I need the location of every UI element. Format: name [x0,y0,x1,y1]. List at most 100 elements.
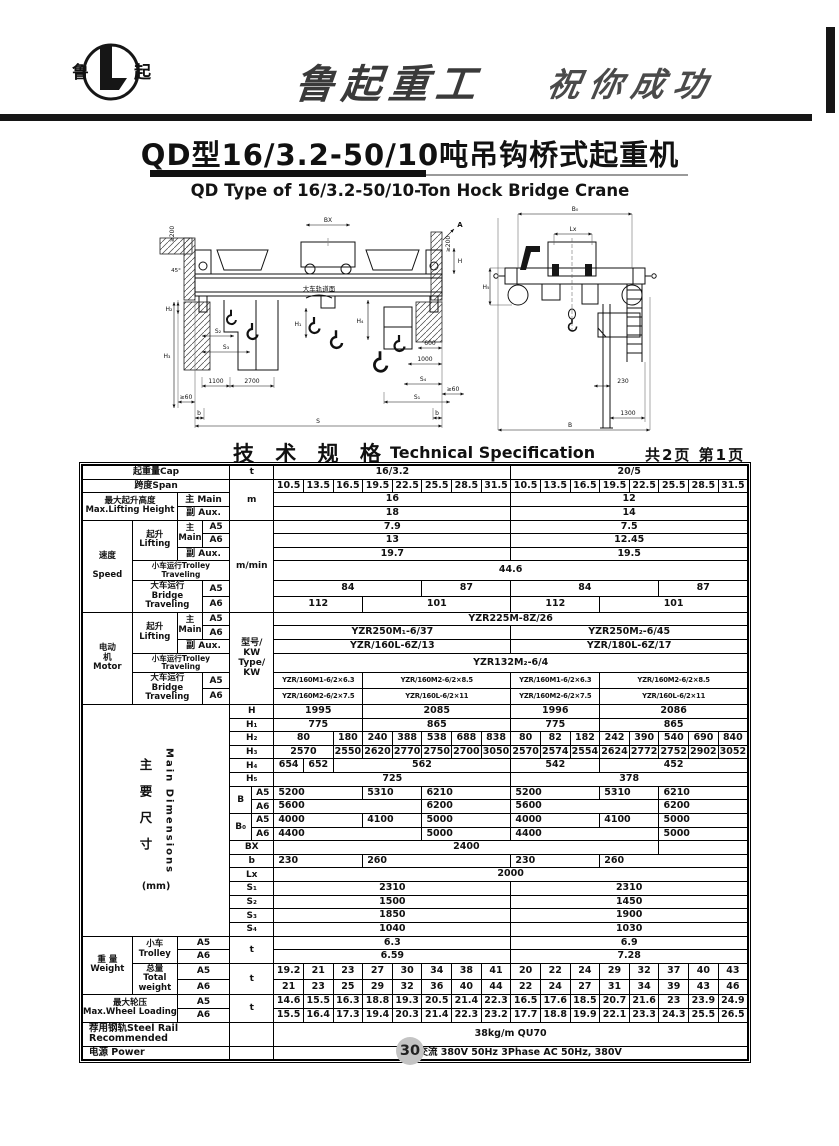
table-cell: YZR/160M2-6/2×8.5 [599,672,749,690]
table-cell: 2310 [273,881,512,896]
crane-front-elevation-drawing: BX 大车轨道面 ≥200 ≥200 45° A H H₂ H₃ H₁ H₄ S… [159,217,464,428]
table-cell: 41 [480,962,512,980]
dim-label: ≥200 [169,226,176,243]
table-cell: 23.9 [688,994,719,1009]
table-cell: 1996 [510,703,601,719]
angle-label: 45° [171,268,181,274]
table-cell: 6210 [421,785,512,801]
table-cell: 39 [658,978,690,996]
table-cell: 22 [510,978,541,996]
table-cell: 22.1 [599,1007,630,1023]
table-cell: 40 [451,978,482,996]
table-cell: 18.8 [362,994,393,1009]
table-cell: 21.4 [451,994,482,1009]
trolley-wheel-icon [340,263,352,275]
table-cell: 23 [302,978,334,996]
table-cell: 4400 [510,826,660,842]
table-cell: 21 [302,962,334,980]
dim-label: 1000 [417,356,432,363]
table-cell: BX [229,840,275,855]
table-cell: 2750 [421,744,453,760]
logo-char-right: 起 [133,62,152,83]
dim-label: S [316,418,320,425]
table-cell: 112 [273,595,364,613]
table-cell: 725 [273,772,512,787]
table-cell: 378 [510,772,749,787]
table-cell: 4100 [599,812,660,828]
table-cell: 101 [362,595,512,613]
table-cell: 5310 [362,785,423,801]
table-cell: 27 [569,978,601,996]
table-cell: 19.3 [391,994,423,1009]
table-cell: 3050 [480,744,512,760]
logo-circle-icon [82,43,140,101]
section-title-en: Technical Specification [390,443,596,462]
logo-char-left: 鲁 [72,62,89,83]
table-cell: t [229,994,275,1023]
table-cell: 24.3 [658,1007,690,1023]
table-cell: m [229,478,275,521]
dim-label: ≥60 [447,386,460,393]
table-cell: A6 [176,1007,231,1023]
table-cell: 87 [421,580,512,597]
table-cell: 20.5 [421,994,453,1009]
table-cell: 重 量 Weight [81,935,133,996]
table-cell: 84 [273,580,423,597]
table-cell: YZR/160M1-6/2×6.3 [510,672,601,690]
table-cell: 荐用钢轨Steel Rail Recommended [81,1021,231,1047]
table-cell: 22.5 [391,478,423,494]
table-cell: 19.5 [510,546,749,562]
table-cell: 14 [510,505,749,521]
table-cell: 7.28 [510,949,749,964]
table-cell: 19.4 [362,1007,393,1023]
dim-label: B [568,422,572,429]
dim-label: b [197,410,201,417]
table-cell: 22.3 [451,1007,482,1023]
table-cell: 34 [421,962,453,980]
table-cell: A5 [176,994,231,1009]
crane-end-view-drawing: B₀ Lx H₅ 230 1300 B [483,206,657,432]
table-cell: 10.5 [510,478,541,494]
table-cell: YZR/160M2-6/2×7.5 [510,688,601,705]
table-cell: 46 [717,978,749,996]
table-cell: m/min [229,519,275,613]
trolley [300,241,356,268]
table-cell: A6 [202,688,231,705]
table-cell: 44 [480,978,512,996]
end-truck-right [425,249,443,275]
table-cell: A6 [176,949,231,964]
table-cell: A6 [251,826,275,842]
table-cell: 1995 [273,703,364,719]
table-cell: 6.3 [273,935,512,951]
table-cell: YZR/160L-6/2×11 [362,688,512,705]
table-cell: 20/5 [510,464,749,480]
hook-icon [567,319,578,332]
table-cell: 1500 [273,894,512,910]
table-cell: 1030 [510,921,749,937]
table-cell: 22 [539,962,571,980]
table-cell: 34 [628,978,660,996]
header-divider-bar [0,114,812,121]
table-cell: 112 [510,595,601,613]
table-cell: 29 [599,962,630,980]
table-cell: 18 [273,505,512,521]
table-cell: S₁ [229,881,275,896]
table-cell: 起升 Lifting [131,519,178,562]
table-cell: A5 [176,962,231,980]
table-cell: 4400 [273,826,423,842]
table-cell: 24 [569,962,601,980]
platform-right [383,306,413,350]
table-cell: 31.5 [480,478,512,494]
table-cell: 6.9 [510,935,749,951]
table-cell: 32 [391,978,423,996]
walkway-platform [597,312,641,338]
table-cell: 副 Aux. [176,638,231,654]
bearing-block [585,264,592,276]
table-cell: 840 [717,731,749,746]
table-cell: 最大起升高度 Max.Lifting Height [81,492,178,521]
table-cell: 2554 [569,744,601,760]
